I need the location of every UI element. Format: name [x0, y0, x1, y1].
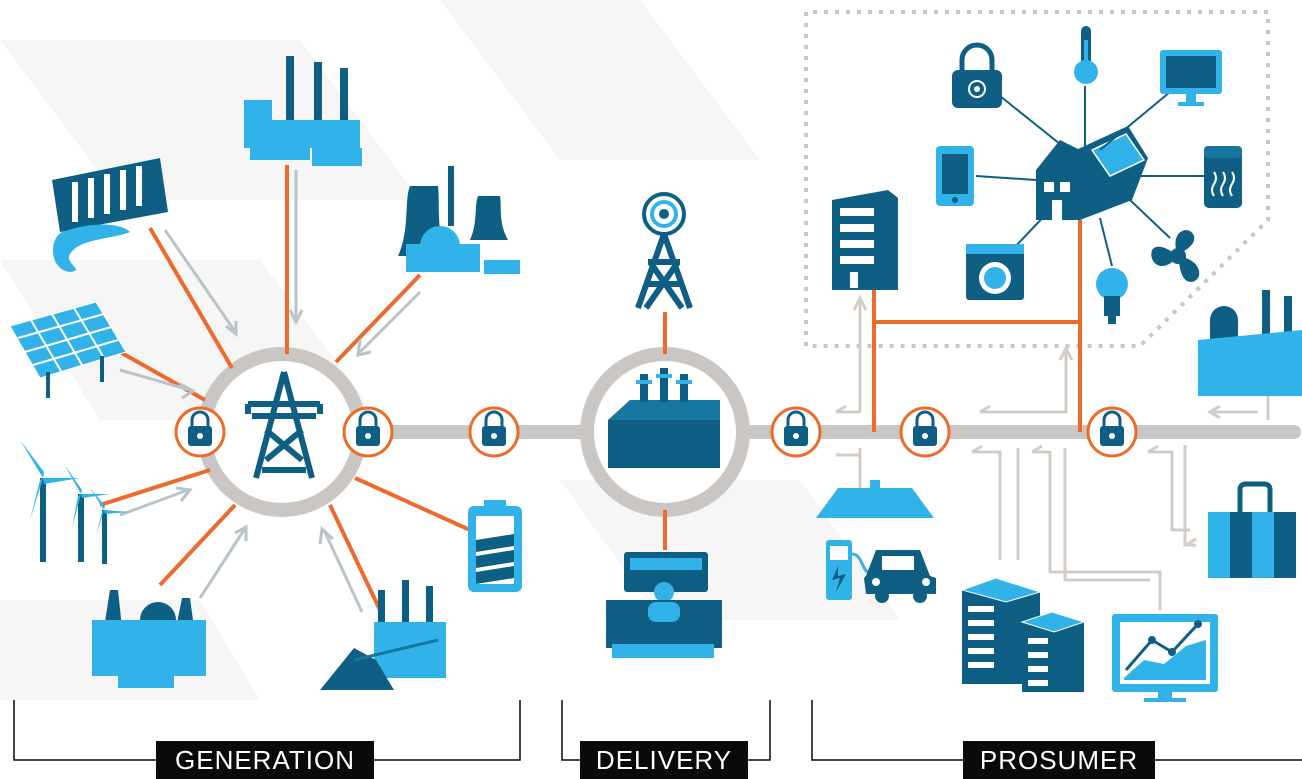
apartment-building-icon [960, 577, 1086, 692]
lock-node-pro-2 [1086, 406, 1138, 458]
battery-icon [468, 500, 522, 592]
orange-connectors [99, 165, 1082, 611]
hydro-dam-icon [52, 158, 168, 272]
smart-home-icon [1036, 126, 1148, 220]
lock-node-gen-left [174, 406, 226, 458]
section-brackets [13, 700, 1302, 761]
solar-panel-icon [9, 301, 127, 398]
nuclear-plant-icon [398, 166, 520, 274]
analytics-display-icon [1112, 614, 1218, 702]
lock-icon [952, 42, 1002, 108]
power-plant-icon [92, 590, 206, 688]
section-label-generation: GENERATION [156, 741, 374, 779]
monitor-icon [1160, 50, 1222, 106]
flow-arrows [119, 170, 422, 613]
light-bulb-icon [1096, 268, 1128, 324]
washing-machine-icon [966, 244, 1024, 300]
transmission-tower-icon [245, 371, 323, 479]
ev-charging-icon [816, 480, 934, 600]
section-label-delivery: DELIVERY [580, 741, 748, 779]
lock-node-del-right [770, 406, 822, 458]
background-pattern [0, 0, 900, 700]
transformer-icon [608, 368, 720, 468]
water-heater-icon [1204, 146, 1242, 208]
fan-icon [1151, 230, 1200, 282]
communication-tower-icon [635, 192, 693, 310]
lock-node-gen-right [342, 406, 394, 458]
prosumer-arrows [835, 294, 1270, 610]
tablet-icon [936, 146, 974, 206]
wind-turbine-icon [20, 440, 130, 564]
lock-node-pro-1 [899, 406, 951, 458]
home-device-links [975, 86, 1204, 267]
factory-icon [244, 56, 362, 166]
lock-node-transmission [468, 406, 520, 458]
office-building-icon [832, 190, 898, 290]
storage-battery-icon [1208, 481, 1296, 578]
home-area-boundary [804, 10, 1270, 348]
thermometer-icon [1074, 26, 1098, 84]
car-icon [864, 550, 936, 603]
coal-plant-icon [320, 580, 446, 690]
control-room-icon [606, 552, 722, 658]
section-label-prosumer: PROSUMER [963, 741, 1155, 779]
industrial-factory-icon [1198, 290, 1302, 396]
